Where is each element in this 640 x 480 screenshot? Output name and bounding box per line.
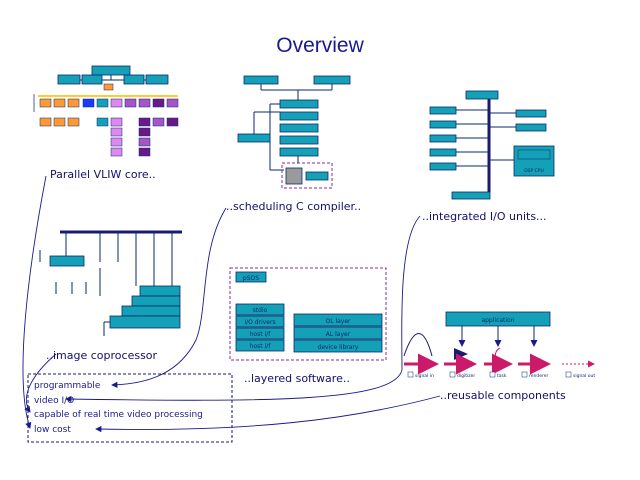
compiler-diagram [237,75,351,189]
component-4: signal out [573,373,595,379]
page-title: Overview [276,34,364,57]
software-left-0: stdio [253,307,268,314]
software-left-1: I/O drivers [244,319,275,326]
caption-reusable-components: ..reusable components [440,389,566,402]
connector-arrows [22,175,441,433]
software-right-2: device library [318,344,359,351]
component-2: task [497,373,507,379]
reusable-components-diagram: application signal in digitizer task ren… [403,311,595,379]
caption-compiler: ..scheduling C compiler.. [226,200,362,213]
feature-item-0: programmable [34,381,101,391]
features-box: programmable video I/O capable of real t… [27,373,233,443]
caption-vliw-core: Parallel VLIW core.. [50,168,156,181]
component-1: digitizer [457,373,475,379]
software-left-2: host i/f [250,331,272,338]
image-coprocessor-diagram [39,230,182,336]
feature-item-1: video I/O [34,396,74,406]
caption-image-coprocessor: ..image coprocessor [46,349,158,362]
component-0: signal in [415,373,434,379]
feature-item-3: low cost [34,425,71,435]
feature-item-2: capable of real time video processing [34,410,203,420]
software-top-label: pSOS [243,275,259,282]
layered-software-diagram: pSOS stdio I/O drivers host i/f host i/f… [229,267,387,361]
vliw-core-diagram [33,65,179,157]
software-right-0: OL layer [325,318,351,325]
caption-io-units: ..integrated I/O units... [422,210,547,223]
component-3: renderer [529,373,549,379]
software-right-1: AL layer [326,331,351,338]
application-label: application [481,317,514,324]
io-chip-label: DSP CPU [524,168,544,174]
io-units-diagram: DSP CPU [429,90,555,200]
caption-layered-software: ..layered software.. [244,372,350,385]
software-left-3: host i/f [250,343,272,350]
